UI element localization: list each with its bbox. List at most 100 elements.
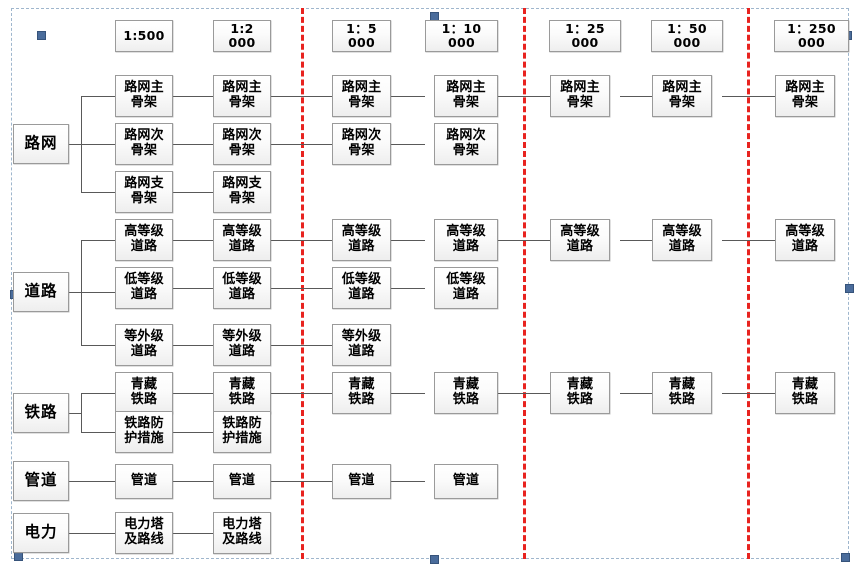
connector-railway-4: [497, 393, 550, 394]
connector-main-frame-1: [172, 96, 214, 97]
node-substandard-road-c3[interactable]: 等外级 道路: [332, 324, 391, 366]
scale-header-1-25000[interactable]: 1：25 000: [549, 20, 621, 52]
connector-high-road-6: [722, 240, 775, 241]
selection-handle-top-left[interactable]: [37, 31, 46, 40]
connector-high-road-3: [390, 240, 425, 241]
node-high-road-c3[interactable]: 高等级 道路: [332, 219, 391, 261]
selection-handle-bottom-right[interactable]: [841, 553, 850, 562]
connector-main-frame-3: [390, 96, 425, 97]
connector-high-road-1: [172, 240, 214, 241]
node-main-frame-c2[interactable]: 路网主 骨架: [213, 75, 271, 117]
node-high-road-c6[interactable]: 高等级 道路: [652, 219, 712, 261]
selection-handle-bottom-center[interactable]: [430, 555, 439, 564]
node-main-frame-c3[interactable]: 路网主 骨架: [332, 75, 391, 117]
scale-header-1-5000[interactable]: 1：5 000: [332, 20, 391, 52]
scale-divider-2: [523, 8, 526, 559]
scale-header-1-250000[interactable]: 1：250 000: [774, 20, 849, 52]
connector-railway-protection-1: [172, 432, 214, 433]
node-railway-c7[interactable]: 青藏 铁路: [775, 372, 835, 414]
connector-high-road-2: [270, 240, 332, 241]
connector-railway-1: [172, 393, 214, 394]
category-label-road[interactable]: 道路: [13, 272, 69, 312]
connector-power-1: [172, 533, 214, 534]
scale-header-1-2000[interactable]: 1:2 000: [213, 20, 271, 52]
node-railway-protection-c1[interactable]: 铁路防 护措施: [115, 411, 173, 453]
node-pipeline-c1[interactable]: 管道: [115, 464, 173, 499]
connector-railway-5: [620, 393, 652, 394]
connector-pipeline-3: [390, 481, 425, 482]
scale-divider-1: [301, 8, 304, 559]
node-railway-c5[interactable]: 青藏 铁路: [550, 372, 610, 414]
node-main-frame-c1[interactable]: 路网主 骨架: [115, 75, 173, 117]
connector-low-road-3: [390, 288, 425, 289]
node-pipeline-c4[interactable]: 管道: [434, 464, 498, 499]
node-high-road-c7[interactable]: 高等级 道路: [775, 219, 835, 261]
tree-road-stem: [68, 292, 82, 293]
connector-branch-frame-1: [172, 192, 214, 193]
node-main-frame-c7[interactable]: 路网主 骨架: [775, 75, 835, 117]
category-label-railway[interactable]: 铁路: [13, 393, 69, 433]
tree-road-branch-1: [81, 240, 115, 241]
connector-main-frame-4: [497, 96, 550, 97]
connector-pipeline-2: [270, 481, 332, 482]
category-label-power[interactable]: 电力: [13, 513, 69, 553]
tree-road-network-branch-1: [81, 96, 115, 97]
tree-road-network-stem: [68, 144, 82, 145]
node-sub-frame-c2[interactable]: 路网次 骨架: [213, 123, 271, 165]
node-railway-c4[interactable]: 青藏 铁路: [434, 372, 498, 414]
node-branch-frame-c1[interactable]: 路网支 骨架: [115, 171, 173, 213]
tree-railway-stem: [68, 413, 82, 414]
node-high-road-c5[interactable]: 高等级 道路: [550, 219, 610, 261]
scale-header-1-50000[interactable]: 1：50 000: [651, 20, 723, 52]
node-branch-frame-c2[interactable]: 路网支 骨架: [213, 171, 271, 213]
node-main-frame-c5[interactable]: 路网主 骨架: [550, 75, 610, 117]
connector-main-frame-5: [620, 96, 652, 97]
node-power-tower-c1[interactable]: 电力塔 及路线: [115, 512, 173, 554]
node-high-road-c2[interactable]: 高等级 道路: [213, 219, 271, 261]
connector-low-road-2: [270, 288, 332, 289]
node-sub-frame-c4[interactable]: 路网次 骨架: [434, 123, 498, 165]
connector-power-0: [68, 533, 115, 534]
node-low-road-c4[interactable]: 低等级 道路: [434, 267, 498, 309]
node-substandard-road-c2[interactable]: 等外级 道路: [213, 324, 271, 366]
node-high-road-c1[interactable]: 高等级 道路: [115, 219, 173, 261]
connector-sub-frame-2: [270, 144, 332, 145]
node-main-frame-c4[interactable]: 路网主 骨架: [434, 75, 498, 117]
node-railway-c6[interactable]: 青藏 铁路: [652, 372, 712, 414]
selection-handle-middle-right[interactable]: [845, 284, 854, 293]
node-railway-protection-c2[interactable]: 铁路防 护措施: [213, 411, 271, 453]
node-substandard-road-c1[interactable]: 等外级 道路: [115, 324, 173, 366]
category-label-road-network[interactable]: 路网: [13, 124, 69, 164]
scale-header-1-10000[interactable]: 1：10 000: [425, 20, 498, 52]
node-railway-c2[interactable]: 青藏 铁路: [213, 372, 271, 414]
connector-sub-frame-3: [390, 144, 425, 145]
selection-handle-bottom-left[interactable]: [14, 552, 23, 561]
connector-pipeline-0: [68, 481, 115, 482]
node-railway-c3[interactable]: 青藏 铁路: [332, 372, 391, 414]
connector-sub-frame-1: [172, 144, 214, 145]
tree-road-network-branch-2: [81, 144, 115, 145]
tree-road-branch-2: [81, 292, 115, 293]
node-pipeline-c3[interactable]: 管道: [332, 464, 391, 499]
connector-high-road-5: [620, 240, 652, 241]
connector-high-road-4: [497, 240, 550, 241]
node-power-tower-c2[interactable]: 电力塔 及路线: [213, 512, 271, 554]
node-railway-c1[interactable]: 青藏 铁路: [115, 372, 173, 414]
tree-road-spine: [81, 240, 82, 346]
node-main-frame-c6[interactable]: 路网主 骨架: [652, 75, 712, 117]
node-sub-frame-c1[interactable]: 路网次 骨架: [115, 123, 173, 165]
connector-main-frame-2: [270, 96, 332, 97]
scale-header-1-500[interactable]: 1:500: [115, 20, 173, 52]
category-label-pipeline[interactable]: 管道: [13, 461, 69, 501]
node-pipeline-c2[interactable]: 管道: [213, 464, 271, 499]
node-high-road-c4[interactable]: 高等级 道路: [434, 219, 498, 261]
connector-low-road-1: [172, 288, 214, 289]
node-low-road-c2[interactable]: 低等级 道路: [213, 267, 271, 309]
node-low-road-c1[interactable]: 低等级 道路: [115, 267, 173, 309]
node-low-road-c3[interactable]: 低等级 道路: [332, 267, 391, 309]
tree-railway-spine: [81, 393, 82, 433]
connector-railway-2: [270, 393, 332, 394]
connector-pipeline-1: [172, 481, 214, 482]
node-sub-frame-c3[interactable]: 路网次 骨架: [332, 123, 391, 165]
